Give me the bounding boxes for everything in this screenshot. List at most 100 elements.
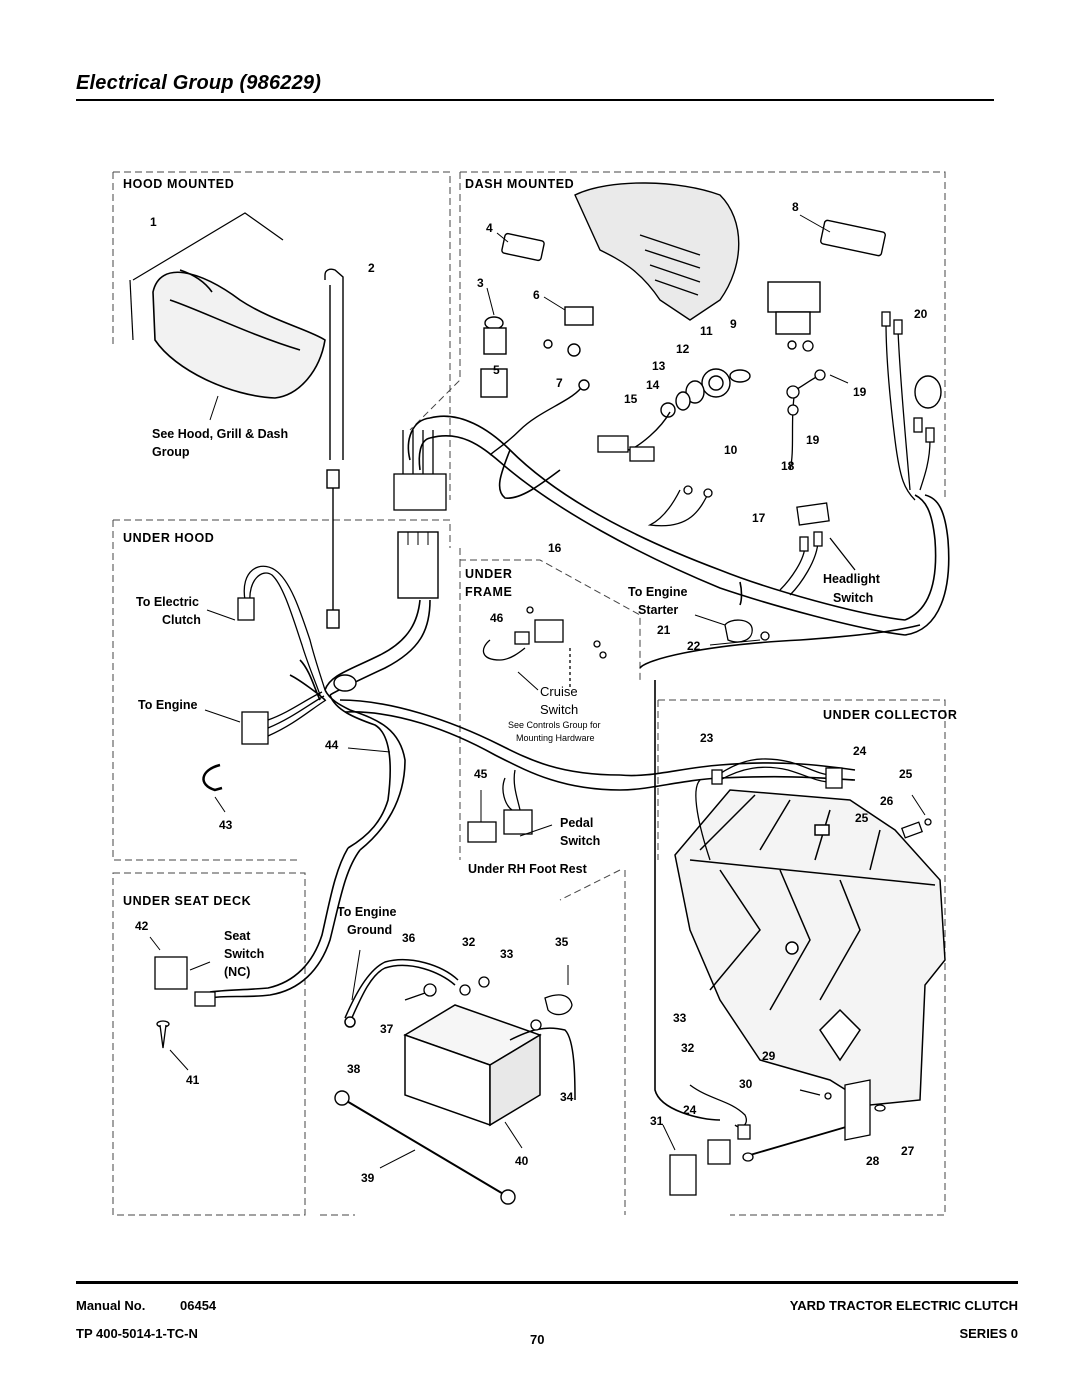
battery bbox=[403, 1004, 542, 1127]
label-see-controls-1: See Controls Group for bbox=[508, 720, 601, 730]
label-to-engine-starter-1: To Engine bbox=[628, 585, 688, 599]
footer-manual-number: 06454 bbox=[180, 1298, 217, 1313]
label-headlight-2: Switch bbox=[833, 591, 873, 605]
callout-c32b: 32 bbox=[681, 1041, 695, 1055]
label-cruise-2: Switch bbox=[540, 702, 578, 717]
callout-c11: 11 bbox=[700, 324, 713, 338]
wire-7 bbox=[489, 384, 584, 456]
footer-tp-number: TP 400-5014-1-TC-N bbox=[76, 1326, 198, 1341]
callout-c28: 28 bbox=[866, 1154, 880, 1168]
callout-c10: 10 bbox=[724, 443, 738, 457]
callout-c15: 15 bbox=[624, 392, 638, 406]
callout-c6: 6 bbox=[533, 288, 540, 302]
callout-c37: 37 bbox=[380, 1022, 394, 1036]
callout-c41: 41 bbox=[186, 1073, 200, 1087]
label-under-rh: Under RH Foot Rest bbox=[468, 862, 588, 876]
callout-c40: 40 bbox=[515, 1154, 529, 1168]
callout-c21: 21 bbox=[657, 623, 671, 637]
callout-c14: 14 bbox=[646, 378, 660, 392]
callout-c43: 43 bbox=[219, 818, 233, 832]
callout-c19a: 19 bbox=[853, 385, 867, 399]
collector-wires bbox=[689, 758, 843, 1140]
footer-rule bbox=[76, 1281, 1018, 1284]
starter-boot-21 bbox=[724, 619, 770, 643]
label-seat-1: Seat bbox=[224, 929, 251, 943]
harness-connector bbox=[393, 430, 447, 511]
callout-c22: 22 bbox=[687, 639, 701, 653]
callout-c2: 2 bbox=[368, 261, 375, 275]
engine-connector bbox=[241, 691, 327, 745]
callout-c33a: 33 bbox=[500, 947, 514, 961]
label-to-engine: To Engine bbox=[138, 698, 198, 712]
callout-c7: 7 bbox=[556, 376, 563, 390]
label-see-hood-2: Group bbox=[152, 445, 190, 459]
callout-c33b: 33 bbox=[673, 1011, 687, 1025]
section-under-hood: UNDER HOOD bbox=[123, 531, 214, 545]
label-pedal-1: Pedal bbox=[560, 816, 593, 830]
callout-c17: 17 bbox=[752, 511, 766, 525]
callout-c9: 9 bbox=[730, 317, 737, 331]
collector-rod bbox=[742, 1079, 886, 1162]
label-seat-2: Switch bbox=[224, 947, 264, 961]
callout-c19b: 19 bbox=[806, 433, 820, 447]
section-borders bbox=[112, 171, 946, 1216]
footer-product: YARD TRACTOR ELECTRIC CLUTCH bbox=[789, 1298, 1018, 1313]
headlight-switch-17 bbox=[779, 502, 856, 596]
headlight-harness bbox=[324, 268, 344, 629]
callout-c29: 29 bbox=[762, 1049, 776, 1063]
callout-c35: 35 bbox=[555, 935, 569, 949]
ring-20 bbox=[914, 375, 942, 409]
screw-41 bbox=[156, 1020, 170, 1049]
seat-harness bbox=[209, 847, 361, 999]
title-rule bbox=[76, 99, 994, 101]
wire-20 bbox=[881, 311, 935, 501]
label-pedal-2: Switch bbox=[560, 834, 600, 848]
callout-c26: 26 bbox=[880, 794, 894, 808]
connector-5 bbox=[480, 368, 508, 398]
callout-c45: 45 bbox=[474, 767, 488, 781]
headlight-housing bbox=[129, 212, 326, 399]
connector-31 bbox=[669, 1139, 731, 1196]
callout-c4: 4 bbox=[486, 221, 493, 235]
plug-4 bbox=[501, 232, 545, 262]
callout-c24b: 24 bbox=[683, 1103, 697, 1117]
label-to-electric-2: Clutch bbox=[162, 613, 201, 627]
callouts: 1 2 3 4 5 6 7 8 9 10 11 12 13 14 15 16 1… bbox=[135, 200, 928, 1185]
callout-c25b: 25 bbox=[855, 811, 869, 825]
callout-c18: 18 bbox=[781, 459, 795, 473]
label-cruise-1: Cruise bbox=[540, 684, 578, 699]
ignition-switch bbox=[660, 281, 821, 418]
battery-cables bbox=[344, 949, 576, 1101]
battery-hardware bbox=[404, 976, 573, 1031]
callout-c25a: 25 bbox=[899, 767, 913, 781]
section-under-frame-1: UNDER bbox=[465, 567, 512, 581]
callout-c36: 36 bbox=[402, 931, 416, 945]
callout-c44: 44 bbox=[325, 738, 339, 752]
footer-series: SERIES 0 bbox=[959, 1326, 1018, 1341]
seat-switch-42 bbox=[154, 956, 216, 1007]
callout-c46: 46 bbox=[490, 611, 504, 625]
section-under-frame-2: FRAME bbox=[465, 585, 512, 599]
callout-c34: 34 bbox=[560, 1090, 574, 1104]
section-dash-mounted: DASH MOUNTED bbox=[465, 177, 574, 191]
callout-c16: 16 bbox=[548, 541, 562, 555]
switch-3 bbox=[483, 287, 507, 355]
callout-c5: 5 bbox=[493, 363, 500, 377]
label-ground-1: To Engine bbox=[337, 905, 397, 919]
label-see-controls-2: Mounting Hardware bbox=[516, 733, 595, 743]
callout-c27: 27 bbox=[901, 1144, 915, 1158]
callout-c23: 23 bbox=[700, 731, 714, 745]
section-under-collector: UNDER COLLECTOR bbox=[823, 708, 957, 722]
clutch-wire bbox=[237, 565, 326, 696]
section-under-seat-deck: UNDER SEAT DECK bbox=[123, 894, 251, 908]
callout-c8: 8 bbox=[792, 200, 799, 214]
dash-panel bbox=[574, 182, 740, 321]
cruise-switch-46 bbox=[482, 606, 607, 690]
callout-c24a: 24 bbox=[853, 744, 867, 758]
callout-c39: 39 bbox=[361, 1171, 375, 1185]
label-to-engine-starter-2: Starter bbox=[638, 603, 678, 617]
switch-6 bbox=[543, 296, 594, 357]
callout-c13: 13 bbox=[652, 359, 666, 373]
callout-c42: 42 bbox=[135, 919, 149, 933]
